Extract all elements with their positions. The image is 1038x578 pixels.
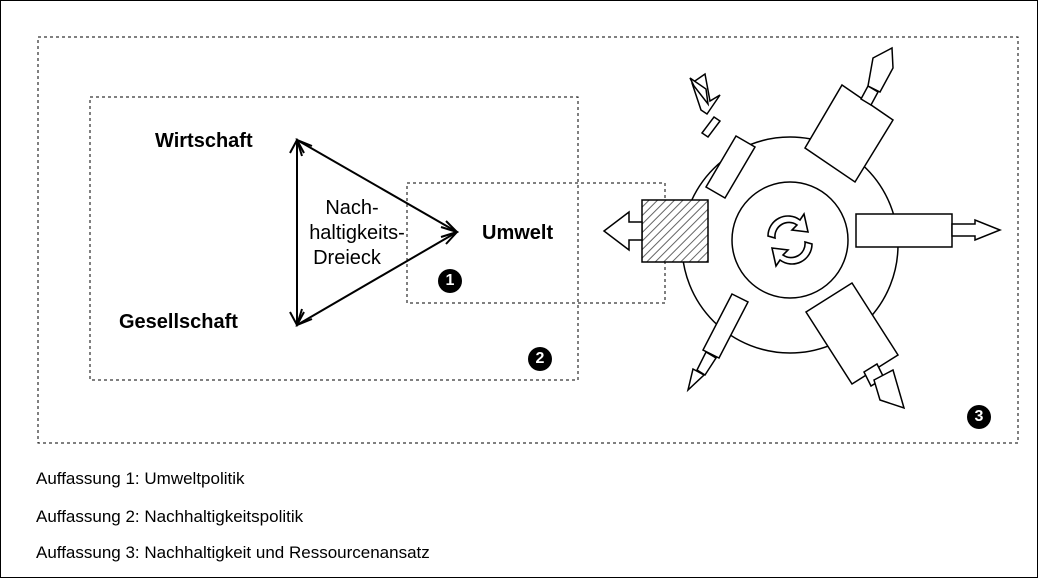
legend-item-1: Auffassung 1: Umweltpolitik	[36, 469, 245, 488]
outflow-lower-left	[686, 292, 750, 393]
box-auffassung-2	[89, 96, 579, 381]
triangle-label-line-1: Nach-	[325, 197, 379, 219]
outflow-lower-right	[804, 281, 906, 410]
legend-item-3: Auffassung 3: Nachhaltigkeit und Ressour…	[36, 543, 430, 562]
badge-2: 2	[528, 347, 552, 371]
triangle-label-line-2: haltigkeits-	[309, 222, 405, 244]
label-wirtschaft: Wirtschaft	[155, 130, 253, 152]
inner-circle	[731, 181, 849, 299]
sustainability-triangle	[296, 139, 458, 326]
outflow-right	[855, 213, 1003, 248]
triangle-arrowheads	[289, 137, 459, 328]
resource-system	[602, 46, 1003, 410]
badge-3: 3	[967, 405, 991, 429]
environment-input	[602, 199, 709, 263]
outflow-upper-left	[689, 72, 757, 200]
triangle-label-line-3: Dreieck	[313, 247, 381, 269]
recycle-icon	[767, 211, 813, 269]
outer-dashed-box	[37, 36, 1019, 444]
badge-1: 1	[438, 269, 462, 293]
label-gesellschaft: Gesellschaft	[119, 311, 238, 333]
legend-item-2: Auffassung 2: Nachhaltigkeitspolitik	[36, 507, 304, 526]
label-umwelt: Umwelt	[482, 222, 554, 244]
outflow-upper-right	[803, 46, 895, 184]
